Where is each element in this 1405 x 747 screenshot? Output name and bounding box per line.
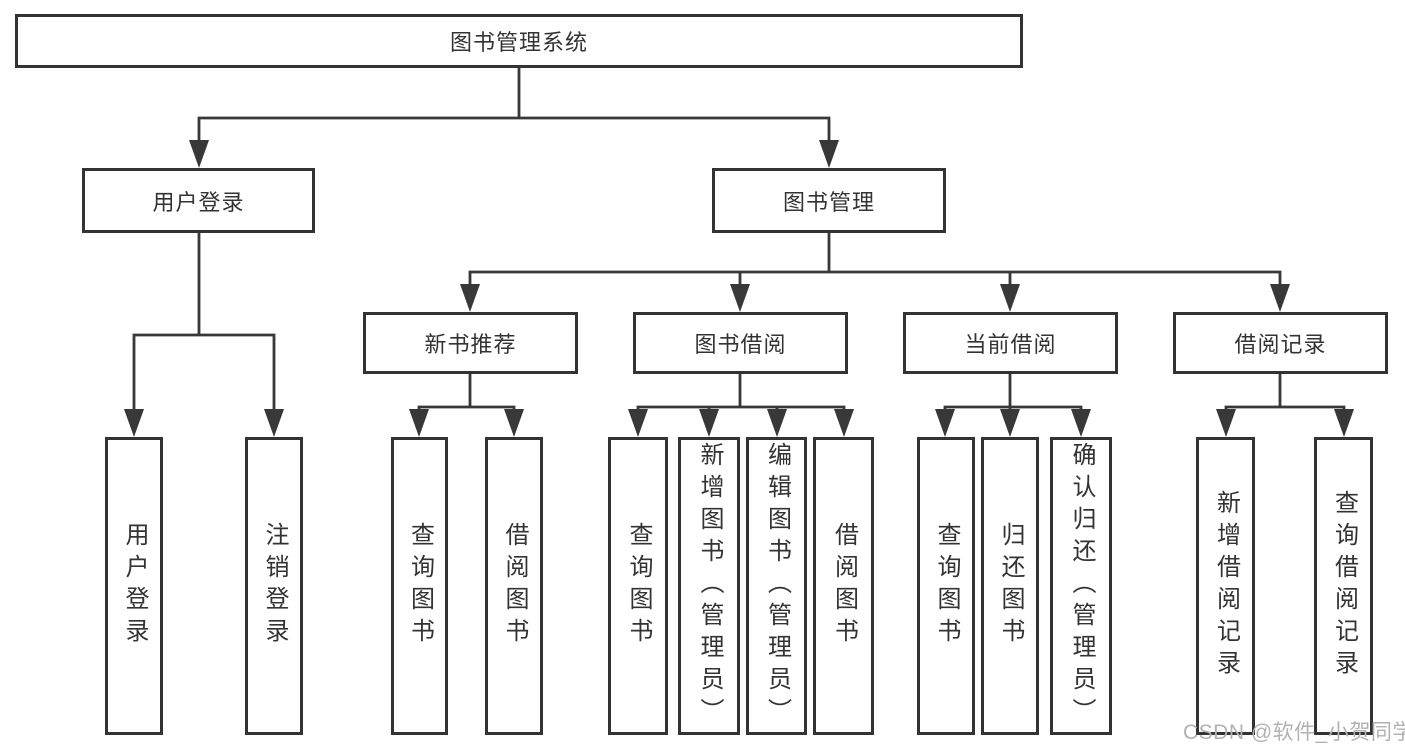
connector-root-to-level2 — [197, 68, 831, 144]
node-borrow-records: 借阅记录 — [1173, 312, 1388, 374]
arrowhead — [124, 409, 144, 437]
leaf-borrow-query-book: 查询图书 — [608, 437, 668, 735]
leaf-recommend-query-book-label: 查询图书 — [406, 522, 434, 650]
arrowhead — [1000, 409, 1020, 437]
leaf-borrow-query-book-label: 查询图书 — [625, 522, 652, 650]
leaf-confirm-return-admin: 确认归还（管理员） — [1050, 437, 1112, 735]
leaf-return-book-label: 归还图书 — [997, 522, 1024, 650]
leaf-logout-label: 注销登录 — [261, 522, 288, 650]
leaf-recommend-borrow-book-label: 借阅图书 — [501, 522, 528, 650]
connector-recommend-to-children — [417, 374, 516, 413]
arrowhead — [699, 409, 719, 437]
arrowhead — [730, 284, 750, 312]
connector-book-management-to-level3 — [468, 233, 1282, 288]
node-user-login: 用户登录 — [82, 168, 315, 233]
arrowhead — [1000, 284, 1020, 312]
connector-borrow-to-children — [636, 374, 846, 413]
node-root: 图书管理系统 — [15, 14, 1023, 68]
leaf-add-borrow-record: 新增借阅记录 — [1196, 437, 1255, 735]
leaf-edit-book-admin: 编辑图书（管理员） — [746, 437, 807, 735]
leaf-borrow-book: 借阅图书 — [813, 437, 874, 735]
node-current-borrow: 当前借阅 — [903, 312, 1118, 374]
connector-current-to-children — [943, 374, 1083, 413]
leaf-add-borrow-record-label: 新增借阅记录 — [1212, 490, 1240, 682]
arrowhead — [1071, 409, 1091, 437]
arrowhead — [767, 409, 787, 437]
node-book-management: 图书管理 — [712, 168, 946, 233]
node-new-book-recommend: 新书推荐 — [363, 312, 578, 374]
leaf-borrow-book-label: 借阅图书 — [830, 522, 858, 650]
leaf-query-borrow-record: 查询借阅记录 — [1314, 437, 1373, 735]
arrowhead — [819, 140, 839, 168]
leaf-edit-book-admin-label: 编辑图书（管理员） — [763, 442, 791, 730]
leaf-return-book: 归还图书 — [981, 437, 1039, 735]
csdn-watermark: CSDN @软件_小贺同学 — [1183, 721, 1405, 744]
node-book-management-label: 图书管理 — [782, 189, 875, 215]
node-root-label: 图书管理系统 — [449, 30, 588, 55]
arrowhead — [1270, 284, 1290, 312]
arrowhead — [1334, 409, 1354, 437]
arrowheads — [124, 140, 1354, 437]
arrowhead — [189, 140, 209, 168]
arrowhead — [1216, 409, 1236, 437]
node-borrow-records-label: 借阅记录 — [1234, 332, 1327, 357]
leaf-recommend-query-book: 查询图书 — [391, 437, 448, 735]
leaf-current-query-book-label: 查询图书 — [933, 522, 960, 650]
leaf-confirm-return-admin-label: 确认归还（管理员） — [1068, 442, 1095, 730]
arrowhead — [409, 409, 429, 437]
leaf-logout: 注销登录 — [245, 437, 303, 735]
leaf-recommend-borrow-book: 借阅图书 — [485, 437, 543, 735]
node-book-borrow-label: 图书借阅 — [694, 332, 787, 357]
node-user-login-label: 用户登录 — [152, 189, 245, 215]
arrowhead — [628, 409, 648, 437]
arrowhead — [264, 409, 284, 437]
arrowhead — [834, 409, 854, 437]
node-book-borrow: 图书借阅 — [633, 312, 848, 374]
leaf-user-login-label: 用户登录 — [121, 522, 148, 650]
leaf-query-borrow-record-label: 查询借阅记录 — [1330, 490, 1358, 682]
connector-records-to-children — [1224, 374, 1346, 413]
leaf-current-query-book: 查询图书 — [917, 437, 975, 735]
node-new-book-recommend-label: 新书推荐 — [424, 332, 517, 357]
arrowhead — [504, 409, 524, 437]
node-current-borrow-label: 当前借阅 — [964, 332, 1057, 357]
leaf-add-book-admin: 新增图书（管理员） — [678, 437, 740, 735]
leaf-user-login: 用户登录 — [105, 437, 163, 735]
arrowhead — [460, 284, 480, 312]
leaf-add-book-admin-label: 新增图书（管理员） — [696, 442, 723, 730]
arrowhead — [935, 409, 955, 437]
connector-user-login-to-children — [132, 233, 276, 414]
